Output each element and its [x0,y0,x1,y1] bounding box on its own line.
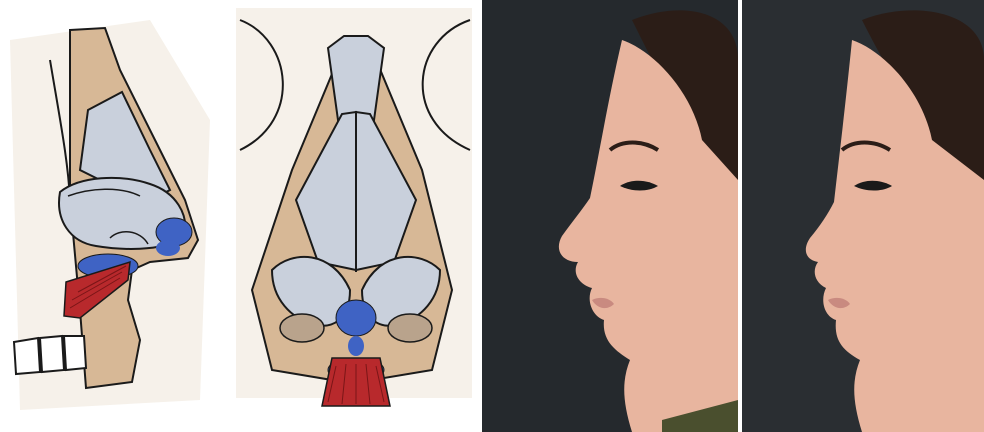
lateral-nose-illustration [0,0,232,432]
teeth [14,336,86,374]
basal-nose-illustration [232,0,480,432]
left-nostril [280,314,324,342]
basal-illustration-svg [232,0,480,432]
right-nostril [388,314,432,342]
nasal-bones [328,36,384,120]
profile-photo-after-svg [742,0,984,432]
tip-highlight [336,300,376,336]
columella-highlight [348,336,364,356]
profile-photo-after [742,0,984,432]
lateral-illustration-svg [0,0,232,432]
profile-photo-before-svg [482,0,738,432]
tip-highlight-lower [156,240,180,256]
profile-photo-before [482,0,738,432]
